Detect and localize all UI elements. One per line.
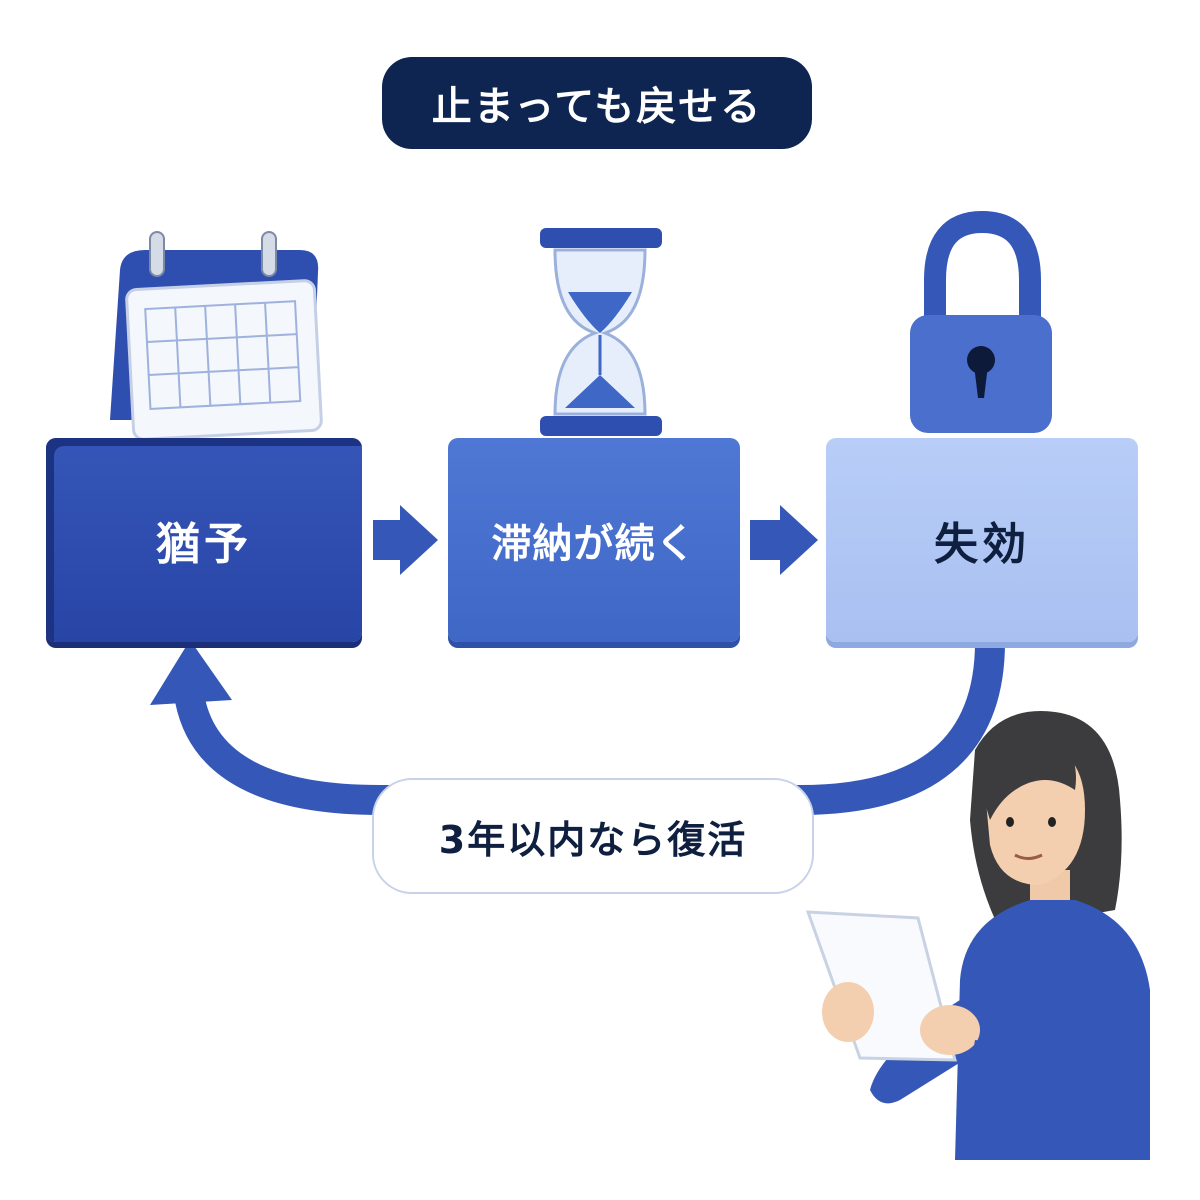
- step-lapse-label: 失効: [934, 519, 1030, 570]
- return-arrowhead: [150, 640, 232, 705]
- calendar-icon: [110, 231, 323, 441]
- step-grace-period-label: 猶予: [156, 519, 252, 570]
- step-delinquency-box: 滞納が続く: [448, 438, 740, 642]
- arrow-step2-to-step3: [750, 505, 818, 575]
- revival-condition-label: 3年以内なら復活: [372, 778, 814, 894]
- step-delinquency-label: 滞納が続く: [491, 521, 697, 567]
- step-grace-period-box: 猶予: [46, 438, 362, 642]
- return-loop-arrow: [175, 641, 1005, 815]
- padlock-icon: [910, 210, 1052, 433]
- woman-reading-illustration: [805, 711, 1150, 1160]
- arrow-step1-to-step2: [373, 505, 438, 575]
- hourglass-icon: [540, 228, 662, 436]
- step-lapse-box: 失効: [826, 438, 1138, 642]
- page-title: 止まっても戻せる: [382, 57, 812, 149]
